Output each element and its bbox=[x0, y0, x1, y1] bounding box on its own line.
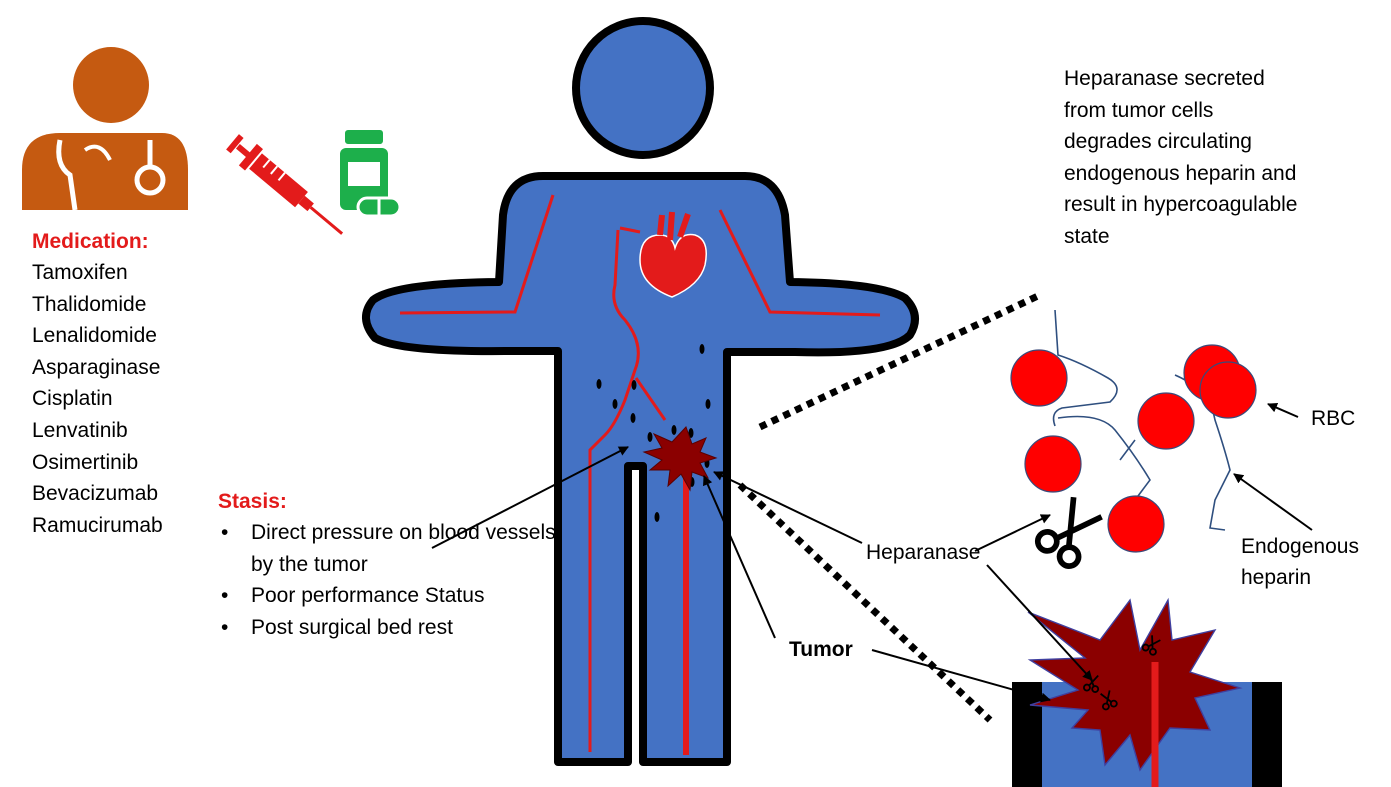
medication-item: Osimertinib bbox=[32, 450, 139, 474]
heparanase-note-line: Heparanase secreted bbox=[1064, 67, 1265, 90]
medication-heading: Medication: bbox=[32, 230, 149, 253]
stasis-heading: Stasis: bbox=[218, 490, 287, 513]
heparanase-note-line: degrades circulating bbox=[1064, 130, 1252, 154]
heparanase-note-line: state bbox=[1064, 224, 1110, 248]
stasis-item: Poor performance Status bbox=[218, 580, 571, 612]
heparanase-note-line: result in hypercoagulable bbox=[1064, 193, 1298, 217]
scissors-icon bbox=[1034, 496, 1103, 569]
medication-item: Thalidomide bbox=[32, 292, 147, 316]
rbc-label: RBC bbox=[1311, 407, 1356, 430]
medication-item: Bevacizumab bbox=[32, 482, 159, 506]
medication-item: Lenalidomide bbox=[32, 324, 157, 348]
syringe-icon bbox=[226, 134, 344, 235]
medication-item: Cisplatin bbox=[32, 387, 113, 411]
tumor-label: Tumor bbox=[789, 638, 853, 661]
heparanase-note-line: from tumor cells bbox=[1064, 98, 1214, 122]
heparanase-note-line: endogenous heparin and bbox=[1064, 161, 1297, 185]
body-tumor bbox=[642, 426, 718, 492]
medication-item: Asparaginase bbox=[32, 355, 161, 379]
stasis-list: Direct pressure on blood vessels by the … bbox=[218, 517, 571, 643]
heparanase-note: Heparanase secreted from tumor cells degra… bbox=[1064, 63, 1297, 253]
large-tumor bbox=[1027, 597, 1243, 772]
zoom-line-bottom bbox=[737, 482, 993, 723]
medication-item: Lenvatinib bbox=[32, 418, 128, 442]
heparanase-label: Heparanase bbox=[866, 541, 981, 564]
medication-item: Ramucirumab bbox=[32, 513, 163, 537]
endogenous-heparin-label-line2: heparin bbox=[1241, 566, 1312, 589]
pill-bottle-icon bbox=[340, 130, 402, 218]
endogenous-heparin-label-line1: Endogenous bbox=[1241, 535, 1359, 558]
human-body bbox=[362, 17, 919, 766]
medication-item: Tamoxifen bbox=[32, 261, 128, 284]
doctor-icon bbox=[22, 47, 188, 211]
stasis-item: Post surgical bed rest bbox=[218, 612, 571, 644]
heart-icon bbox=[639, 211, 707, 298]
red-blood-cells bbox=[1010, 344, 1257, 553]
stasis-item: Direct pressure on blood vessels by the … bbox=[218, 517, 571, 580]
